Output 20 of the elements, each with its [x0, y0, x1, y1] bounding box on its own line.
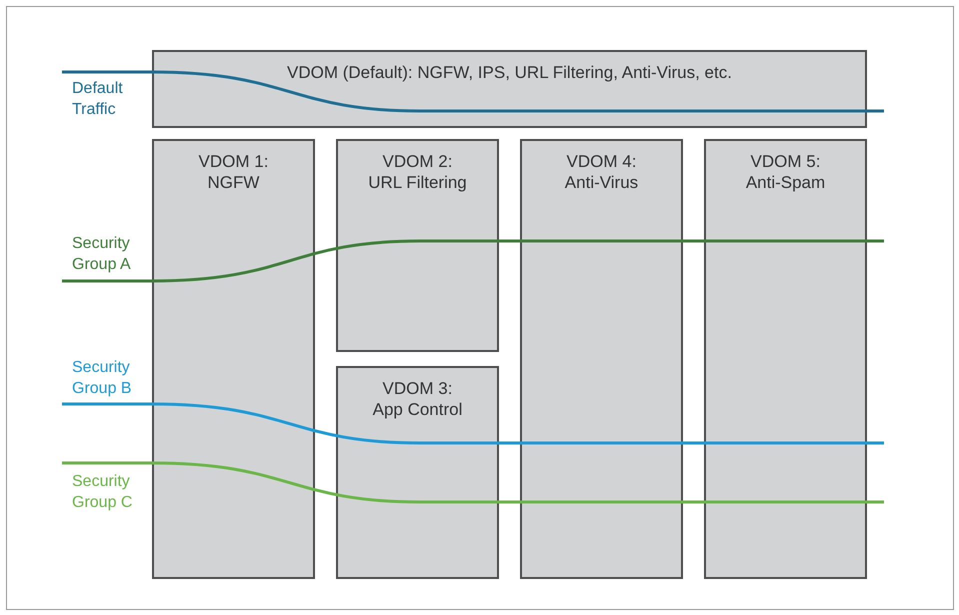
- default-vdom-box: [152, 50, 867, 128]
- traffic-line: [62, 402, 884, 444]
- box-title: VDOM 3: App Control: [372, 379, 462, 419]
- vdom-box: [704, 139, 867, 579]
- flow-label: Security Group B: [72, 357, 147, 399]
- box-title: VDOM 5: Anti-Spam: [746, 152, 826, 192]
- flow-label: Default Traffic: [72, 78, 147, 120]
- flow-label: Security Group A: [72, 233, 147, 275]
- vdom-box: [336, 139, 499, 352]
- box-title: VDOM 4: Anti-Virus: [564, 152, 638, 192]
- traffic-line: [62, 240, 884, 282]
- vdom-box: [520, 139, 683, 579]
- box-title: VDOM 1: NGFW: [198, 152, 268, 192]
- vdom-box: [152, 139, 315, 579]
- vdom-box: [336, 366, 499, 579]
- flow-label: Security Group C: [72, 471, 147, 513]
- box-title: VDOM (Default): NGFW, IPS, URL Filtering, Anti-Virus, etc.: [286, 62, 733, 83]
- box-title: VDOM 2: URL Filtering: [368, 152, 467, 192]
- traffic-line: [62, 462, 884, 504]
- traffic-line: [62, 70, 884, 112]
